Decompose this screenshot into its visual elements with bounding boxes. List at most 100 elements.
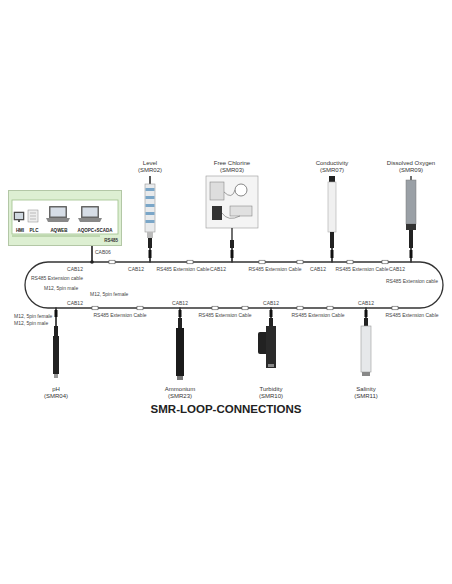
rs485-cable [180,308,271,318]
laptop-icon [46,206,70,222]
cable-tag: CAB12 [278,266,358,272]
ammonium-probe [177,376,183,380]
cable-coupler [109,260,115,264]
laptop-icon [49,206,67,218]
level-probe [148,238,152,248]
rs485-cable [271,308,366,318]
oxygen-probe [410,176,411,180]
bus-label: RS485 [104,238,118,243]
sensor-label: pH (SMR04) [43,386,69,400]
control-panel: RS485 HMI PLC AQWEB AQOPC+SCADA [8,190,122,246]
level-probe [146,196,155,199]
cable-tag: CAB12 [35,266,115,272]
drop-connector [331,250,334,258]
laptop-icon [46,218,70,222]
cable-coupler [92,306,98,310]
cable-tag: CAB06 [95,249,111,255]
junction-dot [90,260,94,264]
cable-coupler [137,306,143,310]
plc-icon [28,210,38,222]
cable-tag: CAB12 [178,266,258,272]
cable-label: RS485 Extension Cable [80,312,160,318]
chlorine-panel [206,176,258,248]
plc-icon [30,216,36,217]
drop-connector [179,310,182,317]
sensor-node: Dissolved Oxygen (SMR09) [384,160,438,248]
laptop-icon [83,208,98,217]
rs485-cable [332,248,411,262]
diagram-title: SMR-LOOP-CONNECTIONS [0,403,452,415]
cable-coupler [259,260,265,264]
turbidity-sensor [266,326,276,368]
control-panel [12,200,118,234]
level-probe [146,188,155,191]
cable-tag: CAB12 [140,300,220,306]
oxygen-probe [406,176,416,248]
drop-connector [55,310,58,317]
sensor-node: pH (SMR04) [34,326,78,400]
sensor-label: Salinity (SMR11) [351,386,381,400]
rs485-cable [56,308,180,326]
level-probe [145,176,155,248]
salinity-probe [361,318,371,376]
cable-label: RS485 Extension cable [31,275,83,281]
cable-coupler [212,306,218,310]
cable-tag: CAB12 [326,300,406,306]
device-label: PLC [30,228,39,233]
laptop-icon [78,206,102,222]
cable-tag: M12, 5pin male [14,320,48,326]
cable-label: RS485 Extension Cable [235,266,315,272]
cable-coupler [297,260,303,264]
drop-connector [149,250,152,258]
level-probe [146,212,155,215]
chlorine-panel [212,206,222,220]
ph-probe [53,326,59,378]
chlorine-panel [230,206,252,216]
hmi-icon [18,220,20,222]
ammonium-probe [176,328,184,376]
hmi-icon [14,212,24,220]
device-label: AQWEB [50,228,67,233]
sensor-node: Level (SMR02) [126,160,174,248]
conductivity-probe [328,182,336,232]
device-box: HMI [13,211,27,233]
sensor-label: Dissolved Oxygen (SMR09) [384,160,438,174]
cable-coupler [297,306,303,310]
conductivity-probe [330,232,334,248]
oxygen-probe [406,224,416,230]
chlorine-panel [235,184,247,196]
chlorine-panel [231,228,232,240]
plc-icon [28,210,38,222]
cable-coupler [187,260,193,264]
turbidity-sensor [268,364,274,367]
cable-coupler [392,306,398,310]
plc-icon [30,219,36,220]
cable-coupler [242,306,248,310]
hmi-icon [14,212,24,222]
cable-tag: RS485 Extension Cable [372,312,452,318]
device-label: HMI [16,228,24,233]
device-box: PLC [27,209,41,233]
level-probe [147,232,153,238]
oxygen-probe [406,180,416,224]
device-box: AQOPC+SCADA [75,205,115,233]
level-probe [145,184,155,232]
cable-tag: CAB12 [357,266,437,272]
laptop-icon [51,208,66,217]
salinity-probe [364,318,368,326]
drop-connector [231,250,234,258]
conductivity-probe [329,176,335,182]
chlorine-panel [210,182,224,200]
sensor-node: Salinity (SMR11) [342,318,390,400]
cable-label: RS485 Extension Cable [278,312,358,318]
sensor-label: Level (SMR02) [136,160,164,174]
hmi-icon [15,213,23,219]
sensor-label: Ammonium (SMR23) [163,386,197,400]
cable-label: RS485 Extension Cable [185,312,265,318]
turbidity-sensor [258,318,276,368]
rs485-cable [150,248,232,262]
ph-probe [54,326,58,336]
